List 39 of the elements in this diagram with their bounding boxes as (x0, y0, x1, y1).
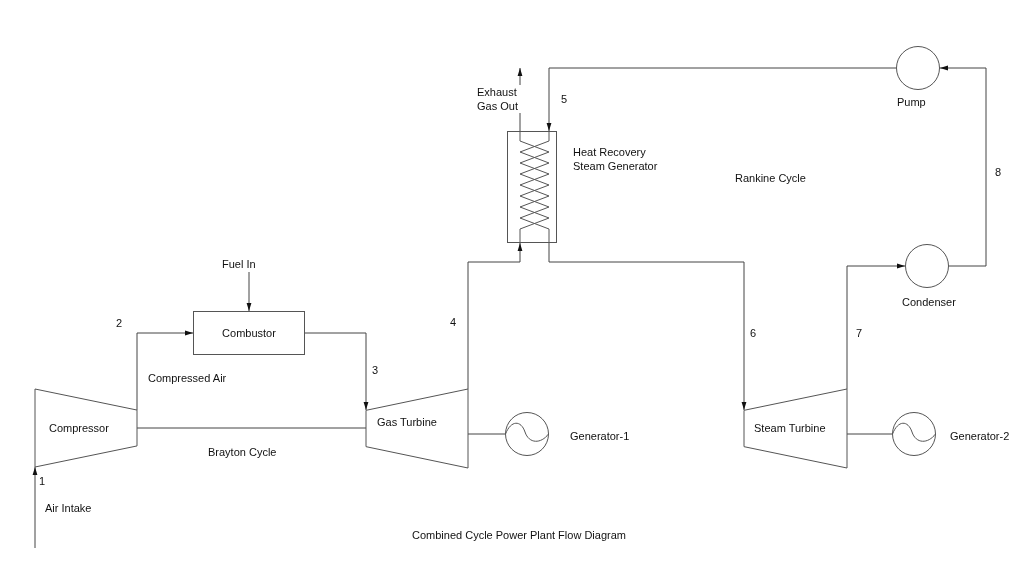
node-label: Combustor (221, 326, 277, 340)
connector-line (846, 433, 893, 435)
node-label: Condenser (902, 295, 956, 309)
state-point-number: 5 (561, 92, 568, 106)
turbine-symbol (366, 389, 468, 468)
node-label: Gas Turbine (377, 415, 437, 429)
connector-line (467, 433, 506, 435)
arrow (939, 65, 987, 267)
process-box (193, 311, 305, 355)
state-point-number: 4 (450, 315, 457, 329)
node-label: Steam Turbine (754, 421, 826, 435)
state-point-number: 8 (995, 165, 1002, 179)
cycle-label: Brayton Cycle (208, 445, 277, 459)
connector-line (136, 427, 367, 429)
arrow (467, 242, 523, 390)
edge-label: Fuel In (221, 257, 257, 271)
turbine-symbol (744, 389, 847, 468)
node-label: Heat Recovery Steam Generator (573, 145, 659, 173)
state-point-number: 2 (116, 316, 123, 330)
arrow (304, 332, 369, 411)
node-label: Compressor (49, 421, 109, 435)
compressor-symbol (35, 389, 137, 467)
node-label: Pump (897, 95, 926, 109)
edge-label: Compressed Air (147, 371, 228, 385)
arrow (548, 242, 747, 411)
caption: Combined Cycle Power Plant Flow Diagram (412, 528, 626, 542)
cycle-label: Rankine Cycle (735, 171, 806, 185)
node-label: Generator-1 (570, 429, 630, 443)
node-label: Generator-2 (950, 429, 1010, 443)
arrow (246, 271, 252, 312)
state-point-number: 7 (856, 326, 863, 340)
edge-label: Air Intake (44, 501, 93, 515)
state-point-number: 3 (372, 363, 379, 377)
arrow (846, 263, 906, 390)
arrow (32, 466, 38, 549)
state-point-number: 6 (750, 326, 757, 340)
arrow (136, 330, 194, 411)
arrow (546, 67, 897, 132)
state-point-number: 1 (39, 474, 46, 488)
